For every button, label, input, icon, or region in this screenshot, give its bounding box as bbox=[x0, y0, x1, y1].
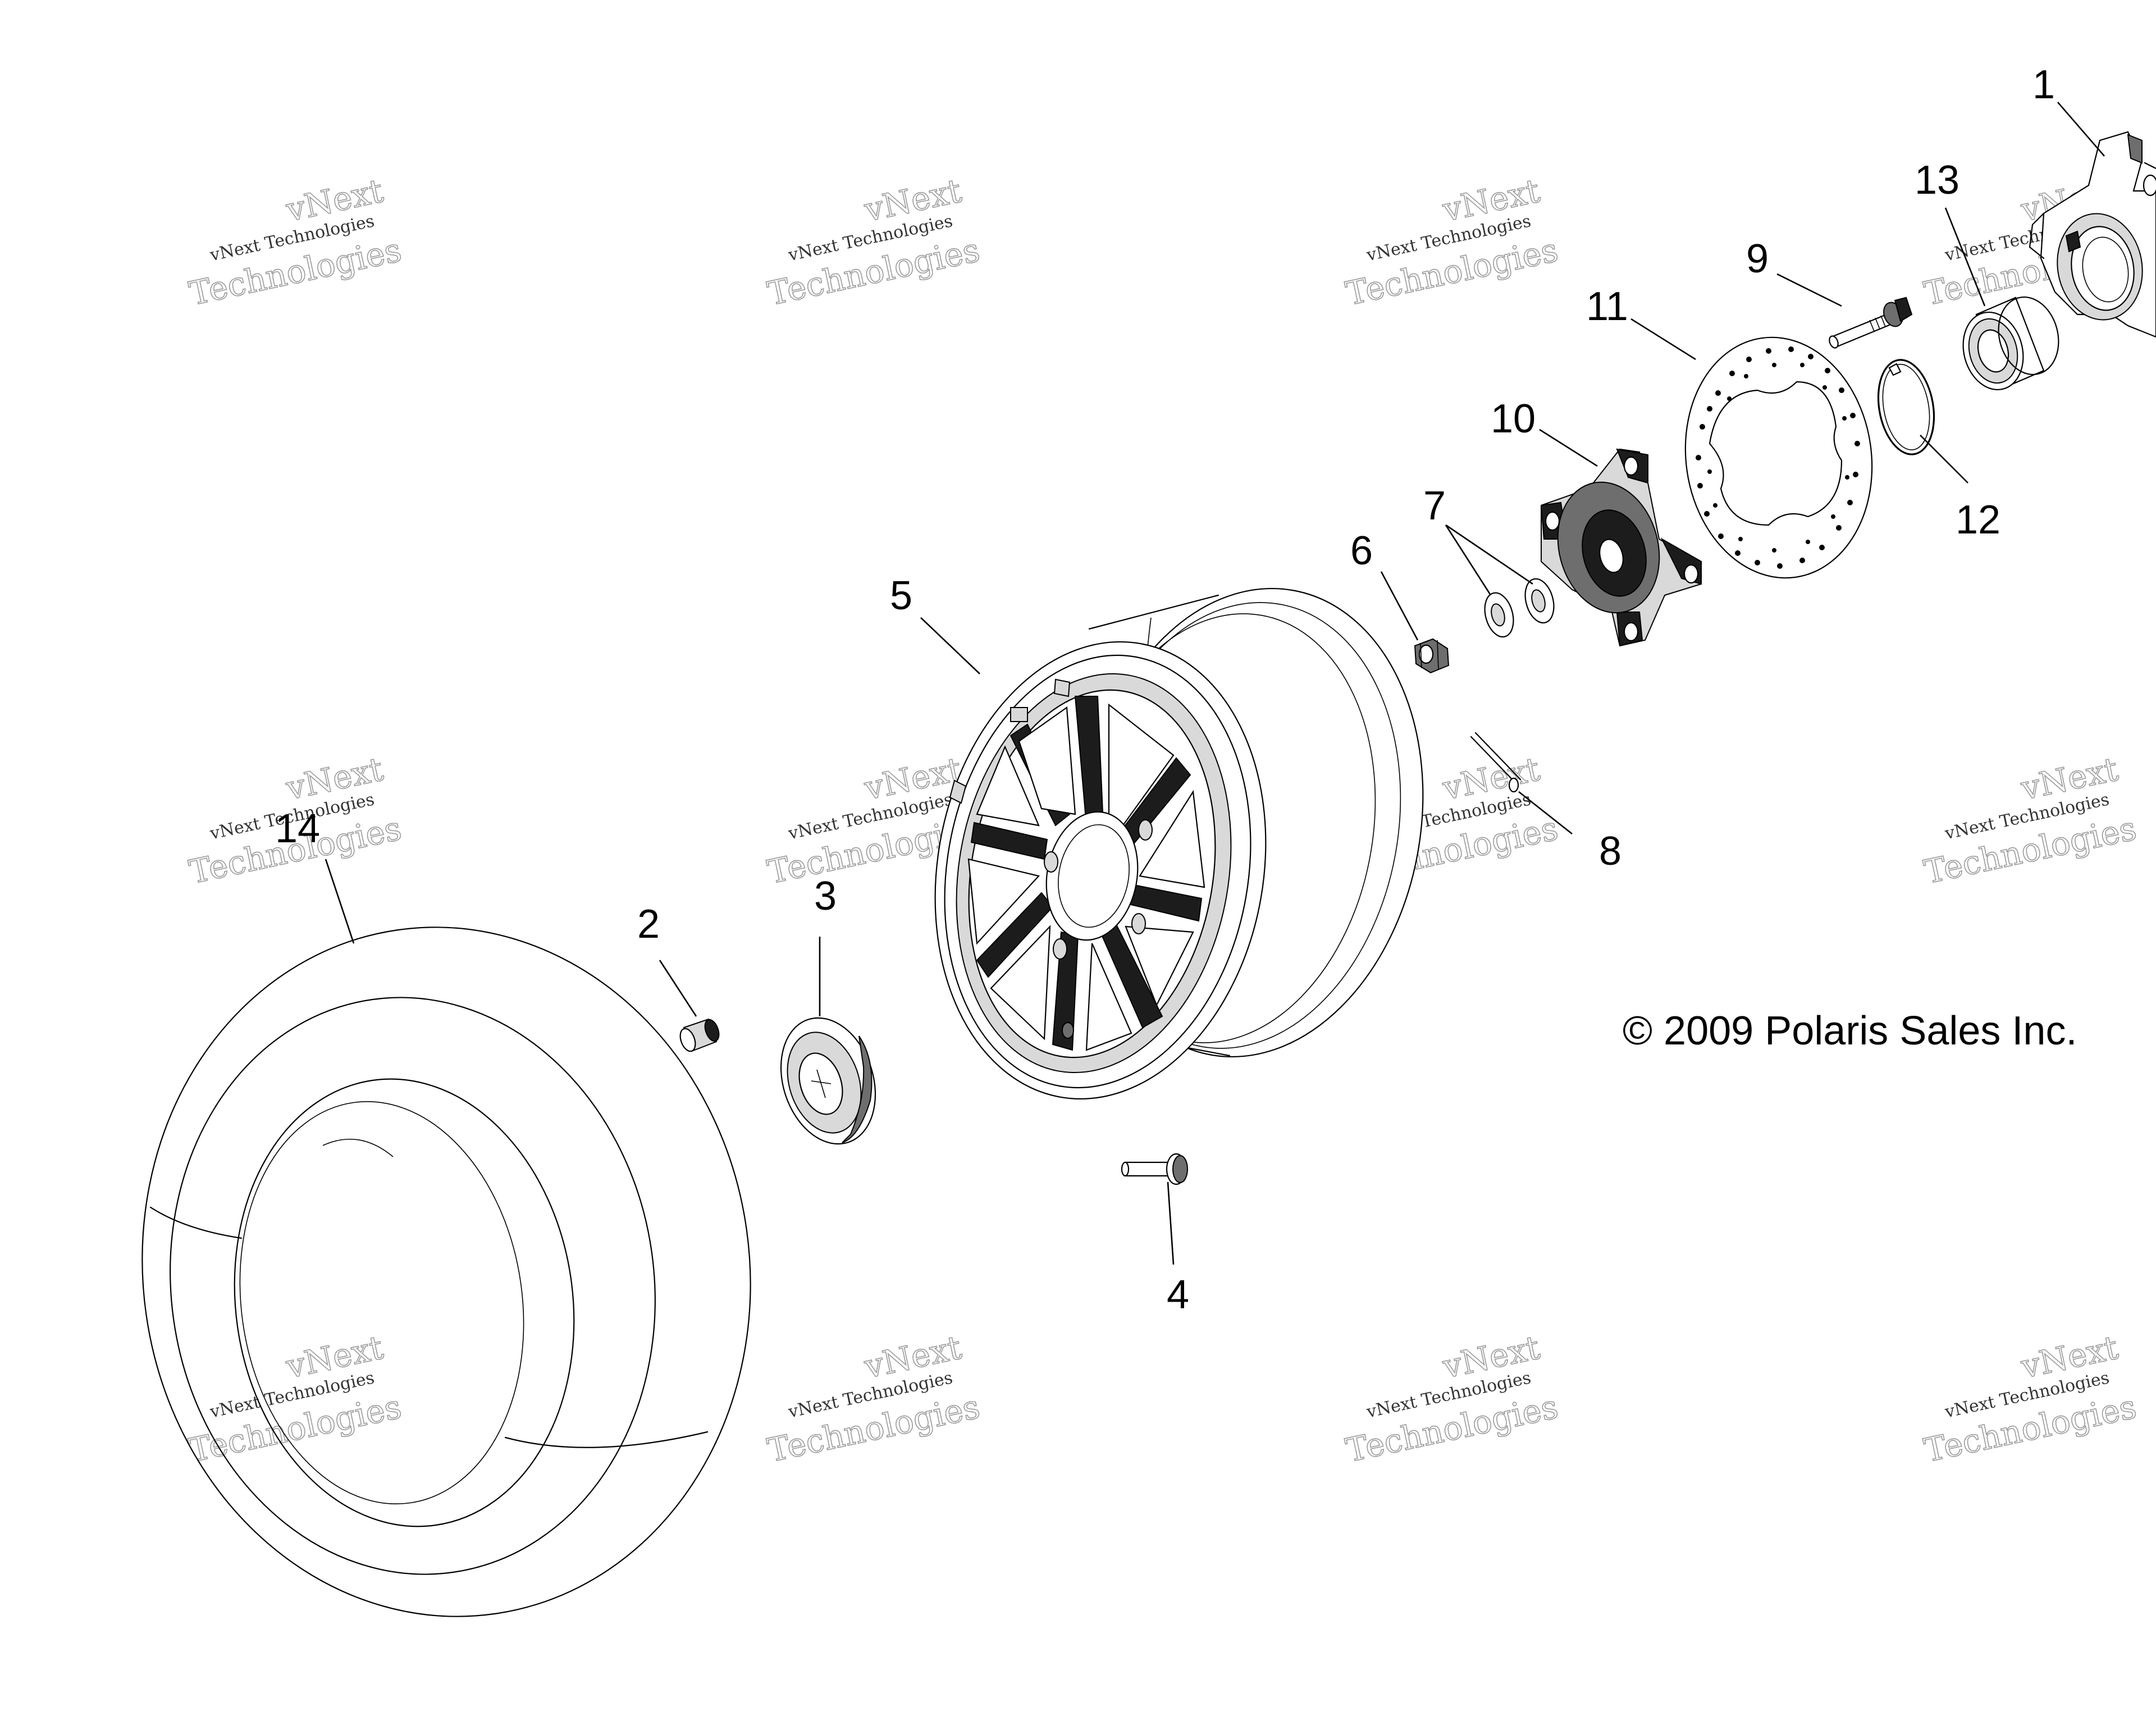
part-12-retaining-ring bbox=[1877, 359, 1935, 455]
callout-11: 11 bbox=[1586, 284, 1628, 329]
part-13-bearing bbox=[1962, 296, 2059, 391]
leader-4 bbox=[1167, 1181, 1175, 1265]
leader-2 bbox=[659, 960, 697, 1017]
callout-12: 12 bbox=[1956, 498, 2000, 542]
part-14-tire bbox=[141, 927, 751, 1617]
leader-11 bbox=[1630, 318, 1696, 360]
leader-7b bbox=[1445, 524, 1533, 585]
watermark: vNext vNext Technologies Technologies bbox=[764, 171, 983, 313]
part-6-castle-nut bbox=[1414, 638, 1450, 674]
part-9-bolt bbox=[1829, 296, 1913, 349]
callout-1: 1 bbox=[2032, 62, 2055, 107]
part-4-wheel-stud bbox=[1121, 1153, 1188, 1185]
callout-3: 3 bbox=[814, 874, 837, 919]
part-5-wheel-rim bbox=[934, 588, 1424, 1099]
leader-7a bbox=[1445, 524, 1492, 596]
callout-6: 6 bbox=[1350, 528, 1373, 573]
leader-6 bbox=[1380, 571, 1419, 641]
watermark: vNext vNext Technologies Technologies bbox=[185, 171, 405, 313]
watermark: vNext vNext Technologies Technologies bbox=[1920, 749, 2140, 891]
part-3-center-cap bbox=[780, 1017, 876, 1145]
callout-9: 9 bbox=[1746, 236, 1769, 281]
part-1-bearing-carrier bbox=[2029, 131, 2156, 338]
callout-10: 10 bbox=[1491, 396, 1536, 441]
watermark: vNext vNext Technologies Technologies bbox=[764, 1327, 983, 1470]
leader-5 bbox=[920, 617, 980, 674]
callout-14: 14 bbox=[275, 806, 320, 851]
callout-4: 4 bbox=[1167, 1272, 1189, 1317]
part-2-valve-stem bbox=[679, 1018, 720, 1052]
callout-13: 13 bbox=[1915, 158, 1959, 203]
copyright-notice: © 2009 Polaris Sales Inc. bbox=[1623, 1008, 2077, 1053]
leader-8 bbox=[1518, 791, 1573, 835]
leader-12 bbox=[1920, 435, 1968, 483]
callout-5: 5 bbox=[890, 573, 912, 618]
callout-8: 8 bbox=[1599, 829, 1621, 874]
leader-13 bbox=[1944, 207, 1986, 307]
watermark: vNext vNext Technologies Technologies bbox=[1920, 1327, 2140, 1470]
callout-2: 2 bbox=[637, 902, 660, 947]
part-7-washers bbox=[1484, 578, 1555, 638]
brake-disc-holes bbox=[1696, 346, 1860, 569]
leader-14 bbox=[325, 859, 355, 944]
leader-1 bbox=[2057, 102, 2105, 157]
part-10-hub bbox=[1540, 448, 1702, 647]
part-11-brake-disc bbox=[1684, 336, 1873, 579]
watermark: vNext vNext Technologies Technologies bbox=[185, 1327, 405, 1470]
watermark: vNext vNext Technologies Technologies bbox=[1342, 171, 1561, 313]
callout-7: 7 bbox=[1423, 483, 1446, 528]
leader-9 bbox=[1776, 273, 1842, 307]
watermark: vNext vNext Technologies Technologies bbox=[1342, 1327, 1561, 1470]
callout-labels: 1 2 3 4 5 6 7 8 9 10 11 12 13 14 bbox=[275, 62, 2055, 1317]
leader-10 bbox=[1539, 428, 1598, 467]
leader-lines bbox=[325, 102, 2105, 1265]
rim-spoke-windows bbox=[967, 703, 1205, 1051]
part-8-cotter-pin bbox=[1470, 732, 1522, 793]
